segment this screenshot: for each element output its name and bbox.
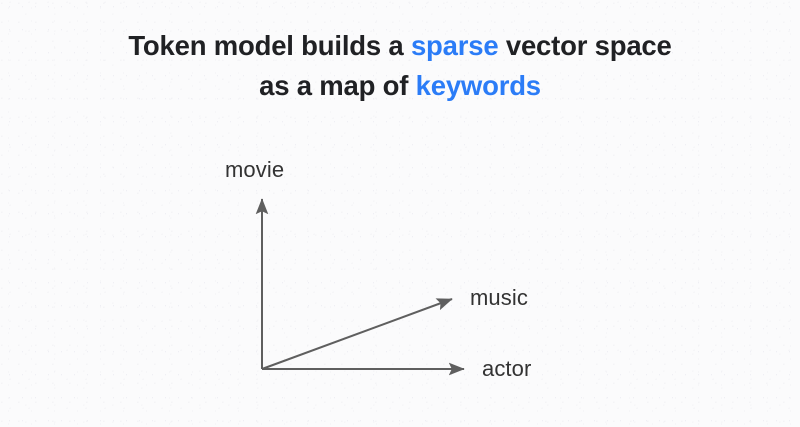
title-highlight-sparse: sparse (410, 30, 499, 61)
title-line-2: as a map of keywords (0, 66, 800, 106)
vector-label-music: music (470, 285, 528, 310)
title-line-1: Token model builds a sparse vector space (0, 26, 800, 66)
page-title: Token model builds a sparse vector space… (0, 26, 800, 106)
axis-label-movie: movie (225, 157, 285, 182)
vector-line-music (261, 298, 453, 370)
axis-label-actor: actor (482, 356, 532, 381)
title-line-2-text-before: as a map of (259, 70, 416, 102)
title-highlight-keywords: keywords (415, 70, 541, 102)
title-line-1-text-before: Token model builds a (128, 30, 411, 61)
title-line-1-text-after: vector space (498, 30, 672, 61)
